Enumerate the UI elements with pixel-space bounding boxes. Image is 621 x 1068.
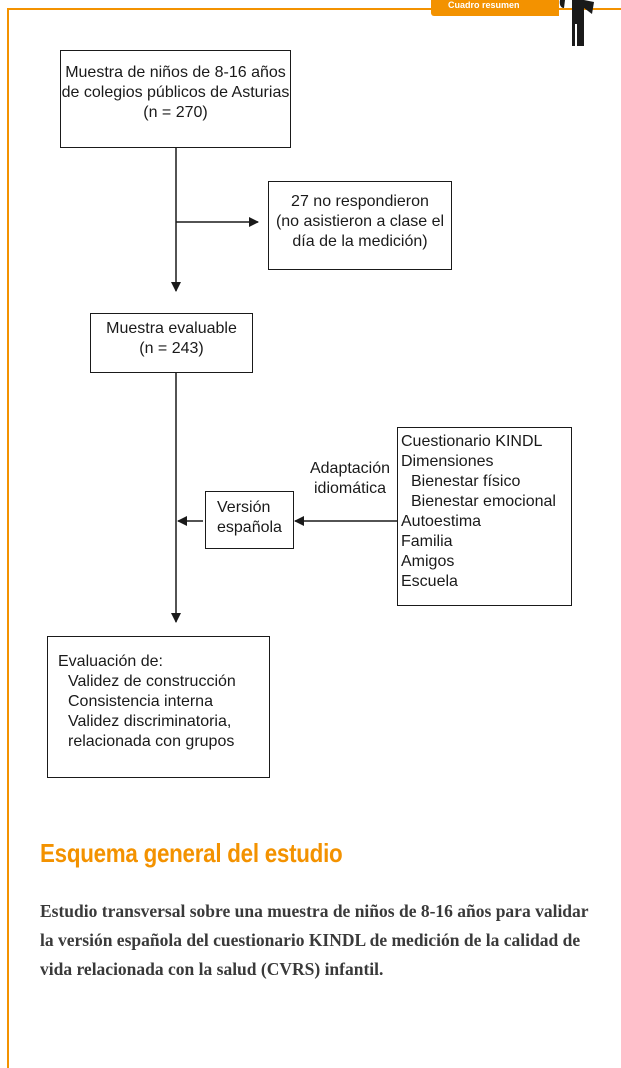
summary-text: Estudio transversal sobre una muestra de…	[40, 901, 589, 979]
excluded-line: (no asistieron a clase el	[275, 213, 445, 230]
kindl-title: Cuestionario KINDL	[401, 433, 543, 450]
kindl-dimension: Autoestima	[401, 513, 482, 530]
kindl-box: Cuestionario KINDL Dimensiones Bienestar…	[397, 427, 572, 606]
evaluable-line: (n = 243)	[139, 340, 204, 357]
section-heading: Esquema general del estudio	[40, 838, 343, 868]
evaluable-box: Muestra evaluable (n = 243)	[90, 313, 253, 373]
sample-line: Muestra de niños de 8-16 años	[65, 64, 286, 81]
evaluation-box: Evaluación de: Validez de construcción C…	[47, 636, 270, 778]
kindl-subtitle: Dimensiones	[401, 453, 494, 470]
adaptation-label: Adaptación idiomática	[300, 459, 400, 499]
evaluation-item: relacionada con grupos	[68, 733, 235, 750]
kindl-dimension: Amigos	[401, 553, 455, 570]
adaptation-line: Adaptación	[309, 460, 391, 477]
kindl-dimension: Escuela	[401, 573, 458, 590]
evaluation-title: Evaluación de:	[58, 653, 163, 670]
kindl-dimension: Familia	[401, 533, 453, 550]
excluded-box: 27 no respondieron (no asistieron a clas…	[268, 181, 452, 270]
spanish-line: Versión	[217, 499, 271, 516]
kindl-dimension: Bienestar físico	[411, 473, 521, 490]
kindl-dimension: Bienestar emocional	[411, 493, 556, 510]
sample-line: (n = 270)	[143, 104, 208, 121]
evaluable-line: Muestra evaluable	[106, 320, 237, 337]
sample-line: de colegios públicos de Asturias	[61, 84, 290, 101]
evaluation-item: Consistencia interna	[68, 693, 213, 710]
excluded-line: 27 no respondieron	[291, 193, 429, 210]
spanish-line: española	[217, 519, 282, 536]
evaluation-item: Validez discriminatoria,	[68, 713, 232, 730]
spanish-version-box: Versión española	[205, 491, 294, 549]
evaluation-item: Validez de construcción	[68, 673, 236, 690]
excluded-line: día de la medición)	[292, 233, 428, 250]
adaptation-line: idiomática	[313, 480, 387, 497]
tab-label: Cuadro resumen	[448, 0, 520, 10]
header-tab	[431, 0, 559, 16]
page-frame	[7, 8, 621, 1068]
person-figure-icon	[559, 0, 594, 46]
sample-box: Muestra de niños de 8-16 años de colegio…	[60, 50, 291, 148]
flow-arrows	[171, 148, 397, 623]
